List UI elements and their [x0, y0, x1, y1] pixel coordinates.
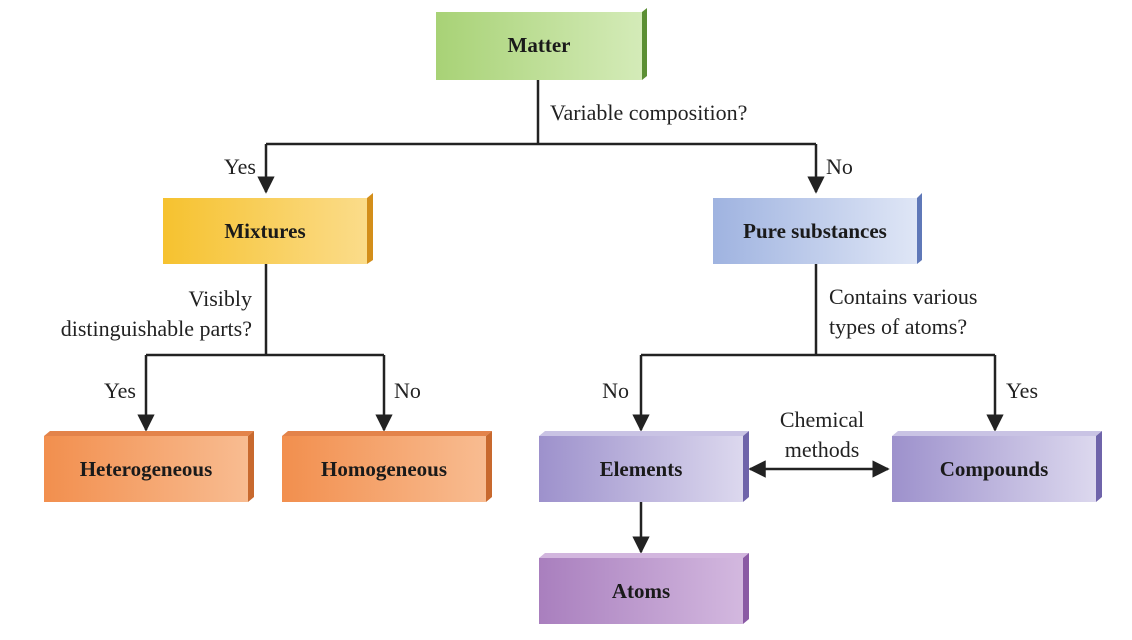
- question-contains-line1: Contains various: [829, 284, 978, 309]
- chemical-methods-line2: methods: [785, 437, 860, 462]
- node-pure-substances: Pure substances: [713, 193, 922, 264]
- node-homogeneous: Homogeneous: [282, 431, 492, 502]
- node-compounds: Compounds: [892, 431, 1102, 502]
- node-matter-label: Matter: [508, 33, 571, 57]
- chemical-methods-line1: Chemical: [780, 407, 864, 432]
- answer-compounds-yes: Yes: [1006, 378, 1038, 403]
- answer-pure-no: No: [826, 154, 853, 179]
- node-atoms: Atoms: [539, 553, 749, 624]
- answer-heterogeneous-yes: Yes: [104, 378, 136, 403]
- node-compounds-label: Compounds: [940, 457, 1049, 481]
- node-heterogeneous-label: Heterogeneous: [80, 457, 213, 481]
- node-heterogeneous: Heterogeneous: [44, 431, 254, 502]
- node-mixtures-label: Mixtures: [224, 219, 305, 243]
- node-pure-substances-label: Pure substances: [743, 219, 887, 243]
- question-contains-line2: types of atoms?: [829, 314, 967, 339]
- node-homogeneous-label: Homogeneous: [321, 457, 447, 481]
- node-atoms-label: Atoms: [612, 579, 670, 603]
- connectors: [137, 80, 1004, 554]
- answer-homogeneous-no: No: [394, 378, 421, 403]
- node-mixtures: Mixtures: [163, 193, 373, 264]
- node-elements: Elements: [539, 431, 749, 502]
- answer-mixtures-yes: Yes: [224, 154, 256, 179]
- node-matter: Matter: [436, 8, 647, 80]
- question-visible-line1: Visibly: [189, 286, 252, 311]
- answer-elements-no: No: [602, 378, 629, 403]
- question-visible-line2: distinguishable parts?: [61, 316, 252, 341]
- question-variable-composition: Variable composition?: [550, 100, 747, 125]
- node-elements-label: Elements: [600, 457, 683, 481]
